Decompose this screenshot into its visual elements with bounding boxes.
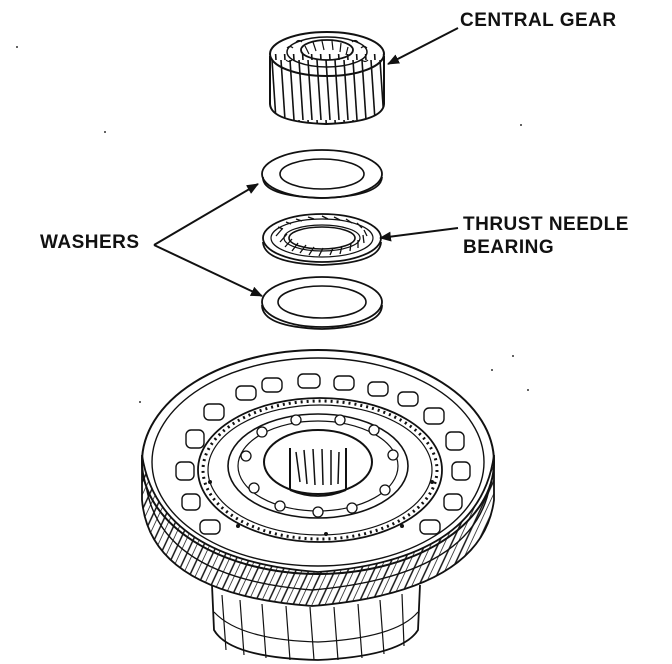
washer-bottom [261, 276, 383, 330]
central-gear [269, 31, 385, 126]
label-thrust-needle: THRUST NEEDLE [463, 214, 629, 235]
scan-specks [16, 46, 529, 403]
label-washers: WASHERS [40, 232, 140, 253]
differential-gear-assembly [141, 349, 495, 661]
label-central-gear: CENTRAL GEAR [460, 10, 617, 31]
thrust-needle-bearing [262, 213, 382, 266]
label-bearing: BEARING [463, 237, 555, 258]
carrier-holes [175, 373, 471, 535]
washer-top [261, 149, 383, 199]
leader-lines [153, 27, 459, 297]
